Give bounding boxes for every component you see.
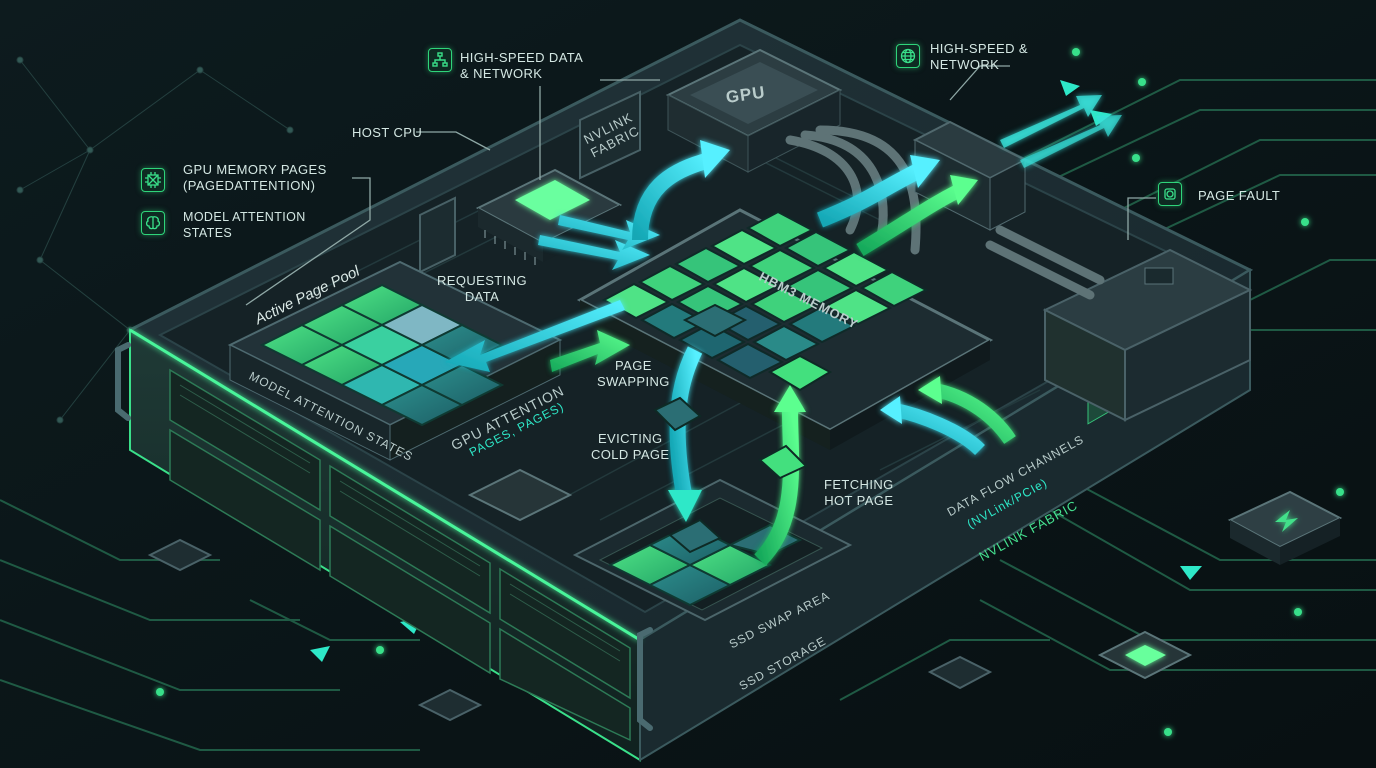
label-gpu-memory-pages: GPU MEMORY PAGES (PAGEDATTENTION) <box>183 162 327 193</box>
hbm3-tile <box>787 306 857 344</box>
hbm3-tile <box>747 248 817 286</box>
hbm3-tile <box>785 268 855 306</box>
gpu-chip <box>665 48 843 173</box>
floating-puzzle-pieces <box>653 303 833 554</box>
drive-bays <box>169 368 631 742</box>
brain-icon <box>141 211 165 235</box>
label-requesting-data: REQUESTING DATA <box>437 273 527 304</box>
hbm3-tile <box>637 264 707 302</box>
hbm3-tile <box>821 250 891 288</box>
hbm3-tile <box>677 322 747 360</box>
hbm3-tile <box>745 210 815 248</box>
circuit-nodes <box>156 48 1344 736</box>
hbm3-tile <box>823 288 893 326</box>
power-supply <box>1042 248 1253 422</box>
ssd-swap-puzzle-tiles <box>607 523 803 607</box>
hbm3-tile <box>783 230 853 268</box>
label-evicting-cold-page: EVICTING COLD PAGE <box>591 431 670 462</box>
hbm3-tile <box>715 342 785 380</box>
hbm3-tile <box>709 228 779 266</box>
label-model-attention-states: MODEL ATTENTION STATES <box>183 210 306 240</box>
hbm3-tile <box>859 270 929 308</box>
server-handles <box>115 342 653 731</box>
label-leader-lines <box>245 65 1156 306</box>
label-high-speed-data-network: HIGH-SPEED DATA & NETWORK <box>460 50 584 81</box>
hbm3-tile <box>601 282 671 320</box>
label-high-speed-network: HIGH-SPEED & NETWORK <box>930 41 1028 72</box>
network-tree-icon <box>428 48 452 72</box>
label-page-fault: PAGE FAULT <box>1198 188 1281 203</box>
hbm3-tile <box>711 266 781 304</box>
hbm3-tile <box>673 246 743 284</box>
hbm3-tile <box>749 286 819 324</box>
globe-icon <box>896 44 920 68</box>
hbm3-tile <box>751 324 821 362</box>
chip-grid-icon <box>141 168 165 192</box>
peripheral-chips <box>147 490 1343 722</box>
circuit-traces <box>0 79 1376 751</box>
label-host-cpu: HOST CPU <box>352 125 423 140</box>
gear-chip-icon <box>1158 182 1182 206</box>
page-pool-puzzle-tiles <box>259 283 505 427</box>
label-fetching-hot-page: FETCHING HOT PAGE <box>824 477 894 508</box>
gpu-cables <box>785 125 1105 300</box>
left-card <box>419 196 456 274</box>
chipset <box>467 468 573 522</box>
flow-arrows <box>445 95 1122 566</box>
label-page-swapping: PAGE SWAPPING <box>597 358 670 389</box>
nvlink-fabric-board <box>579 90 641 180</box>
